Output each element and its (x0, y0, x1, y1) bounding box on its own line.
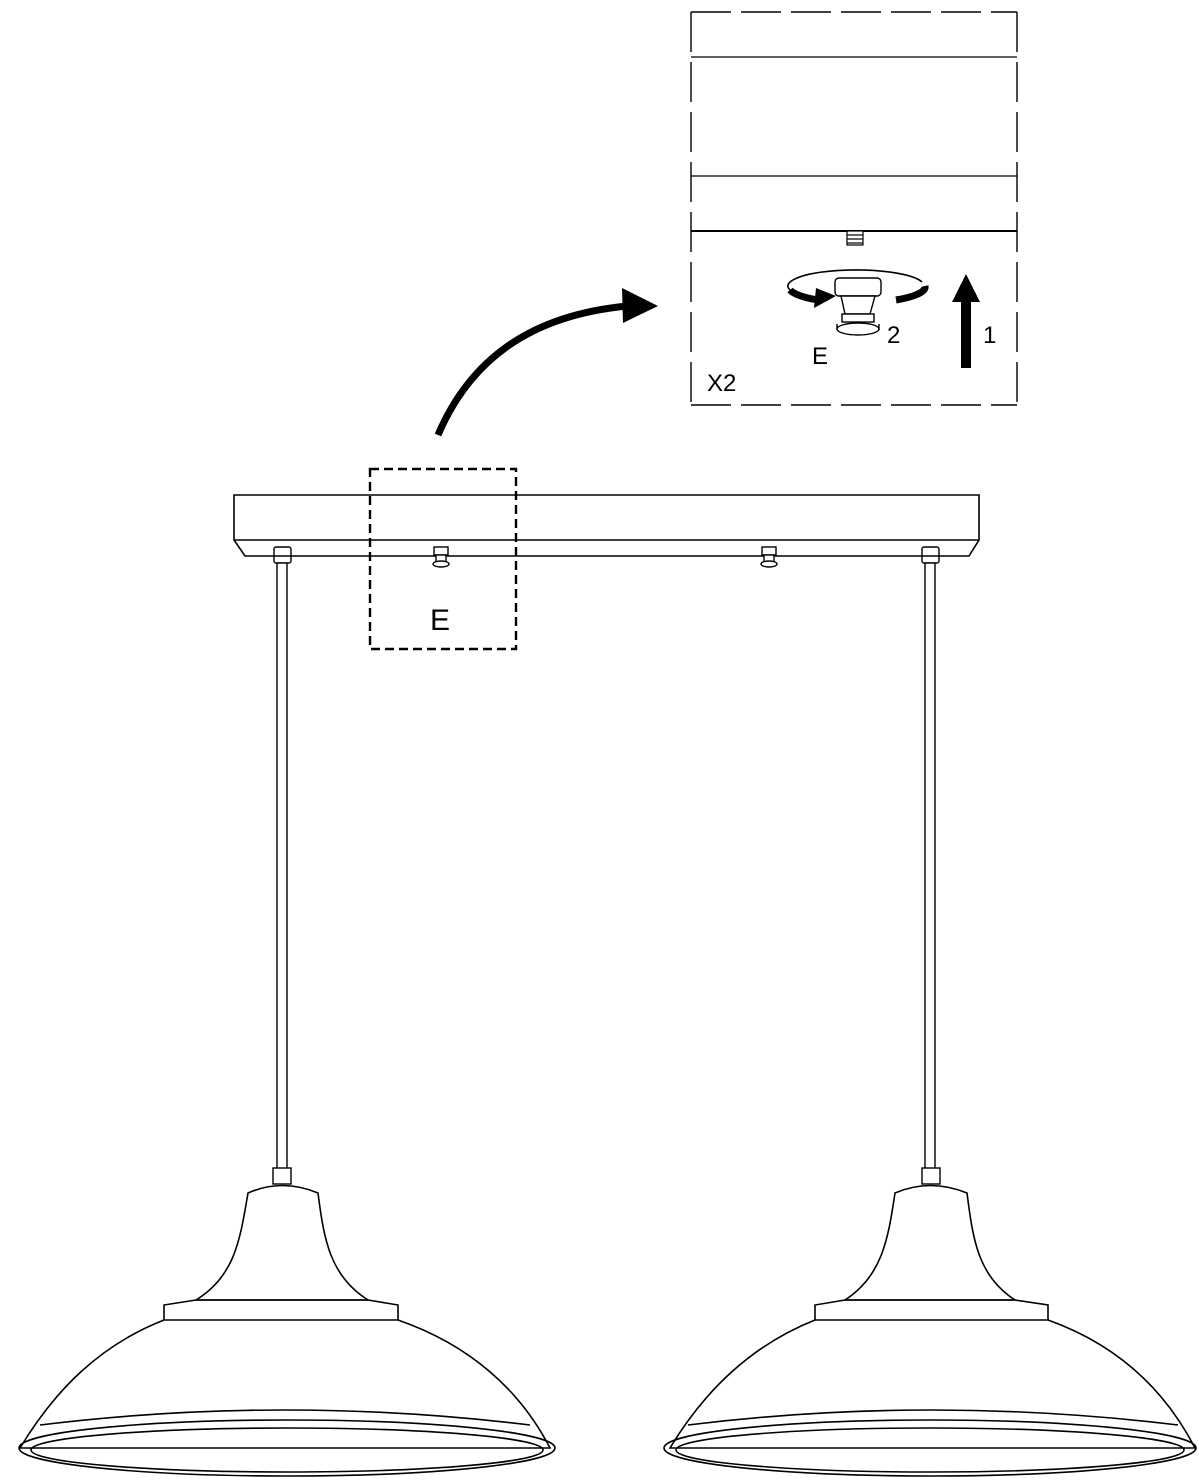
detail-view: 2 1 E X2 (690, 11, 1018, 406)
callout-label: E (430, 604, 450, 637)
rotate-arrow-icon (787, 269, 929, 308)
canopy-fastener-left (432, 546, 450, 568)
cord-grip-right (921, 546, 940, 564)
cap-nut-e-icon (834, 277, 882, 336)
step-1-label: 1 (983, 322, 996, 349)
cord-grip-left (273, 546, 292, 564)
step-2-label: 2 (887, 322, 900, 349)
pendant-lamp-icon-right (663, 562, 1197, 1477)
push-up-arrow-icon (952, 274, 980, 368)
callout-box (368, 467, 518, 651)
canopy-fastener-right (760, 546, 778, 568)
curved-arrow-icon (434, 288, 658, 437)
ceiling-canopy (233, 494, 980, 557)
pendant-lamp-icon-left (18, 562, 556, 1477)
threaded-stud-icon (846, 230, 864, 246)
detail-part-label: E (812, 343, 828, 370)
ceiling-plane-lines (691, 56, 1017, 232)
multiplier-label: X2 (707, 370, 736, 397)
